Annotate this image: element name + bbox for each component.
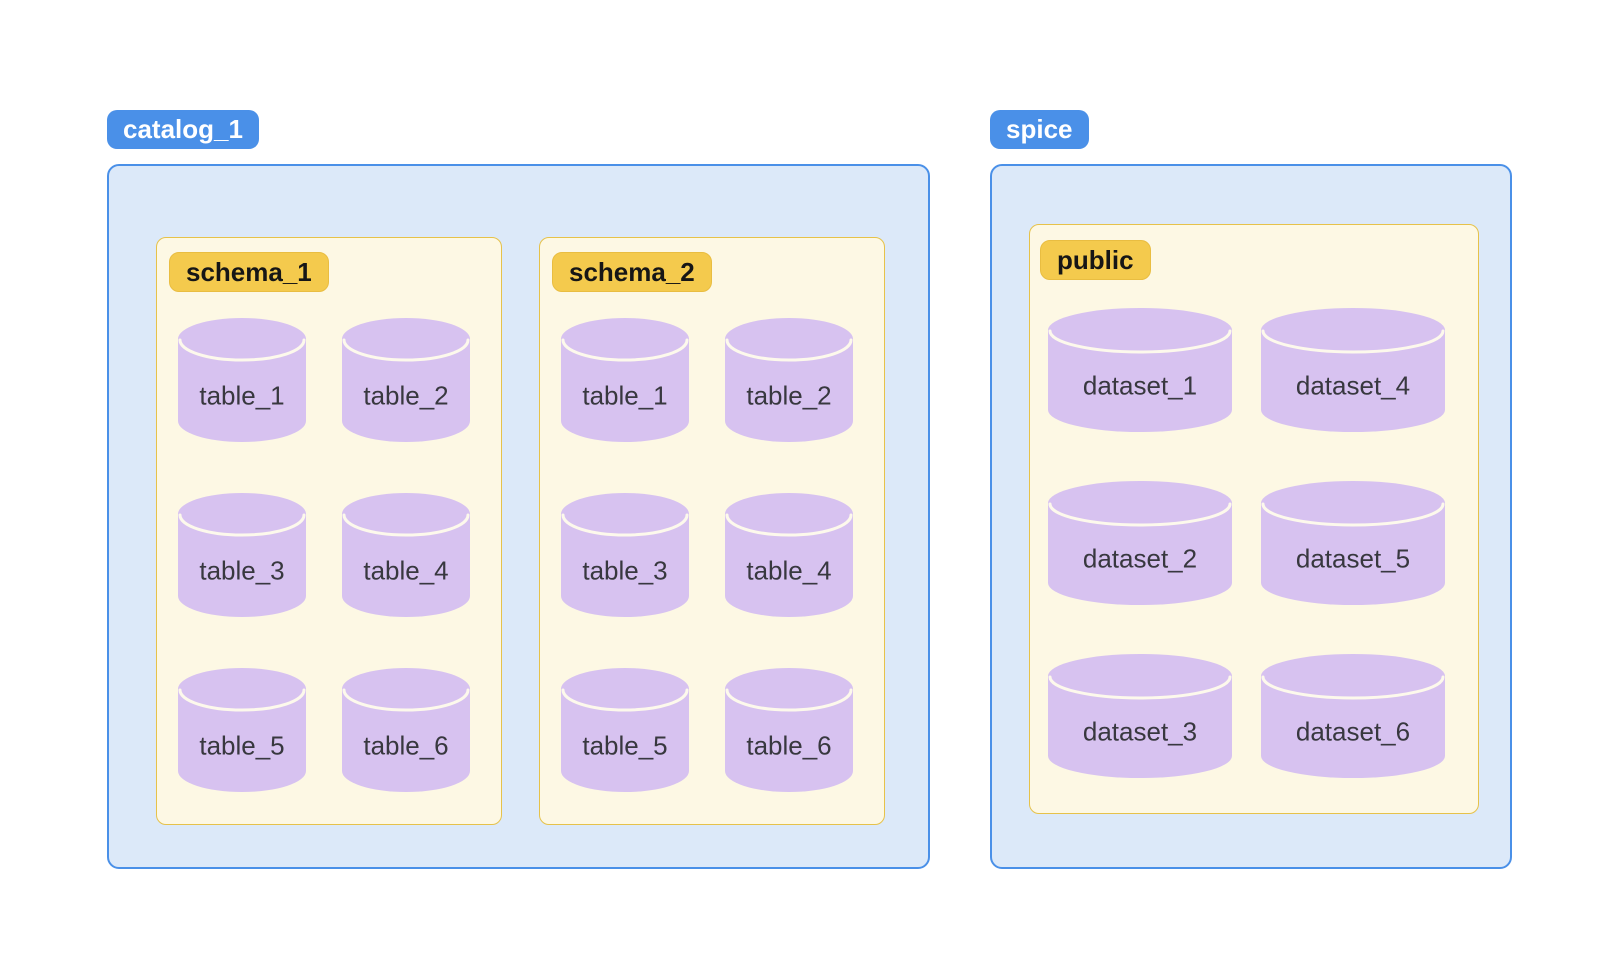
public-badge: public (1040, 240, 1151, 280)
table-cylinder: table_3 (178, 493, 306, 617)
schema-1-badge: schema_1 (169, 252, 329, 292)
database-cylinder-icon (1261, 654, 1445, 778)
dataset-cylinder: dataset_6 (1261, 654, 1445, 778)
database-cylinder-icon (178, 493, 306, 617)
schema-2-container: schema_2 table_1 table_2 (539, 237, 885, 825)
schema-2-badge: schema_2 (552, 252, 712, 292)
database-cylinder-icon (1048, 481, 1232, 605)
table-label: table_5 (582, 730, 668, 761)
database-cylinder-icon (178, 318, 306, 442)
table-label: table_4 (746, 555, 832, 586)
spice-badge: spice (990, 110, 1089, 149)
dataset-label: dataset_5 (1295, 543, 1411, 574)
table-label: table_2 (363, 380, 449, 411)
catalog-1-badge: catalog_1 (107, 110, 259, 149)
public-dataset-grid: dataset_1 dataset_4 dataset_2 (1048, 308, 1445, 778)
catalog-1-container: schema_1 table_1 table_2 (107, 164, 930, 869)
table-label: table_4 (363, 555, 449, 586)
table-cylinder: table_5 (561, 668, 689, 792)
table-cylinder: table_2 (725, 318, 853, 442)
table-cylinder: table_6 (342, 668, 470, 792)
spice-container: public dataset_1 dataset_4 (990, 164, 1512, 869)
dataset-cylinder: dataset_3 (1048, 654, 1232, 778)
public-container: public dataset_1 dataset_4 (1029, 224, 1479, 814)
database-cylinder-icon (561, 668, 689, 792)
dataset-label: dataset_1 (1082, 370, 1198, 401)
table-label: table_3 (582, 555, 668, 586)
database-cylinder-icon (342, 668, 470, 792)
schema-1-table-grid: table_1 table_2 table_3 (178, 318, 470, 792)
database-cylinder-icon (561, 318, 689, 442)
table-cylinder: table_5 (178, 668, 306, 792)
database-cylinder-icon (178, 668, 306, 792)
database-cylinder-icon (1261, 308, 1445, 432)
table-label: table_3 (199, 555, 285, 586)
dataset-label: dataset_3 (1082, 716, 1198, 747)
table-label: table_5 (199, 730, 285, 761)
table-cylinder: table_1 (178, 318, 306, 442)
dataset-cylinder: dataset_2 (1048, 481, 1232, 605)
dataset-label: dataset_6 (1295, 716, 1411, 747)
dataset-cylinder: dataset_1 (1048, 308, 1232, 432)
database-cylinder-icon (342, 318, 470, 442)
table-cylinder: table_3 (561, 493, 689, 617)
database-cylinder-icon (342, 493, 470, 617)
table-label: table_1 (582, 380, 668, 411)
schema-1-container: schema_1 table_1 table_2 (156, 237, 502, 825)
table-cylinder: table_2 (342, 318, 470, 442)
table-label: table_6 (746, 730, 832, 761)
table-label: table_1 (199, 380, 285, 411)
schema-2-table-grid: table_1 table_2 table_3 (561, 318, 853, 792)
database-cylinder-icon (1048, 654, 1232, 778)
dataset-label: dataset_2 (1082, 543, 1198, 574)
table-cylinder: table_1 (561, 318, 689, 442)
dataset-cylinder: dataset_4 (1261, 308, 1445, 432)
table-label: table_6 (363, 730, 449, 761)
database-cylinder-icon (725, 493, 853, 617)
database-cylinder-icon (725, 318, 853, 442)
database-cylinder-icon (1261, 481, 1445, 605)
table-cylinder: table_4 (342, 493, 470, 617)
dataset-cylinder: dataset_5 (1261, 481, 1445, 605)
database-cylinder-icon (561, 493, 689, 617)
dataset-label: dataset_4 (1295, 370, 1411, 401)
table-label: table_2 (746, 380, 832, 411)
table-cylinder: table_4 (725, 493, 853, 617)
table-cylinder: table_6 (725, 668, 853, 792)
database-cylinder-icon (725, 668, 853, 792)
database-cylinder-icon (1048, 308, 1232, 432)
